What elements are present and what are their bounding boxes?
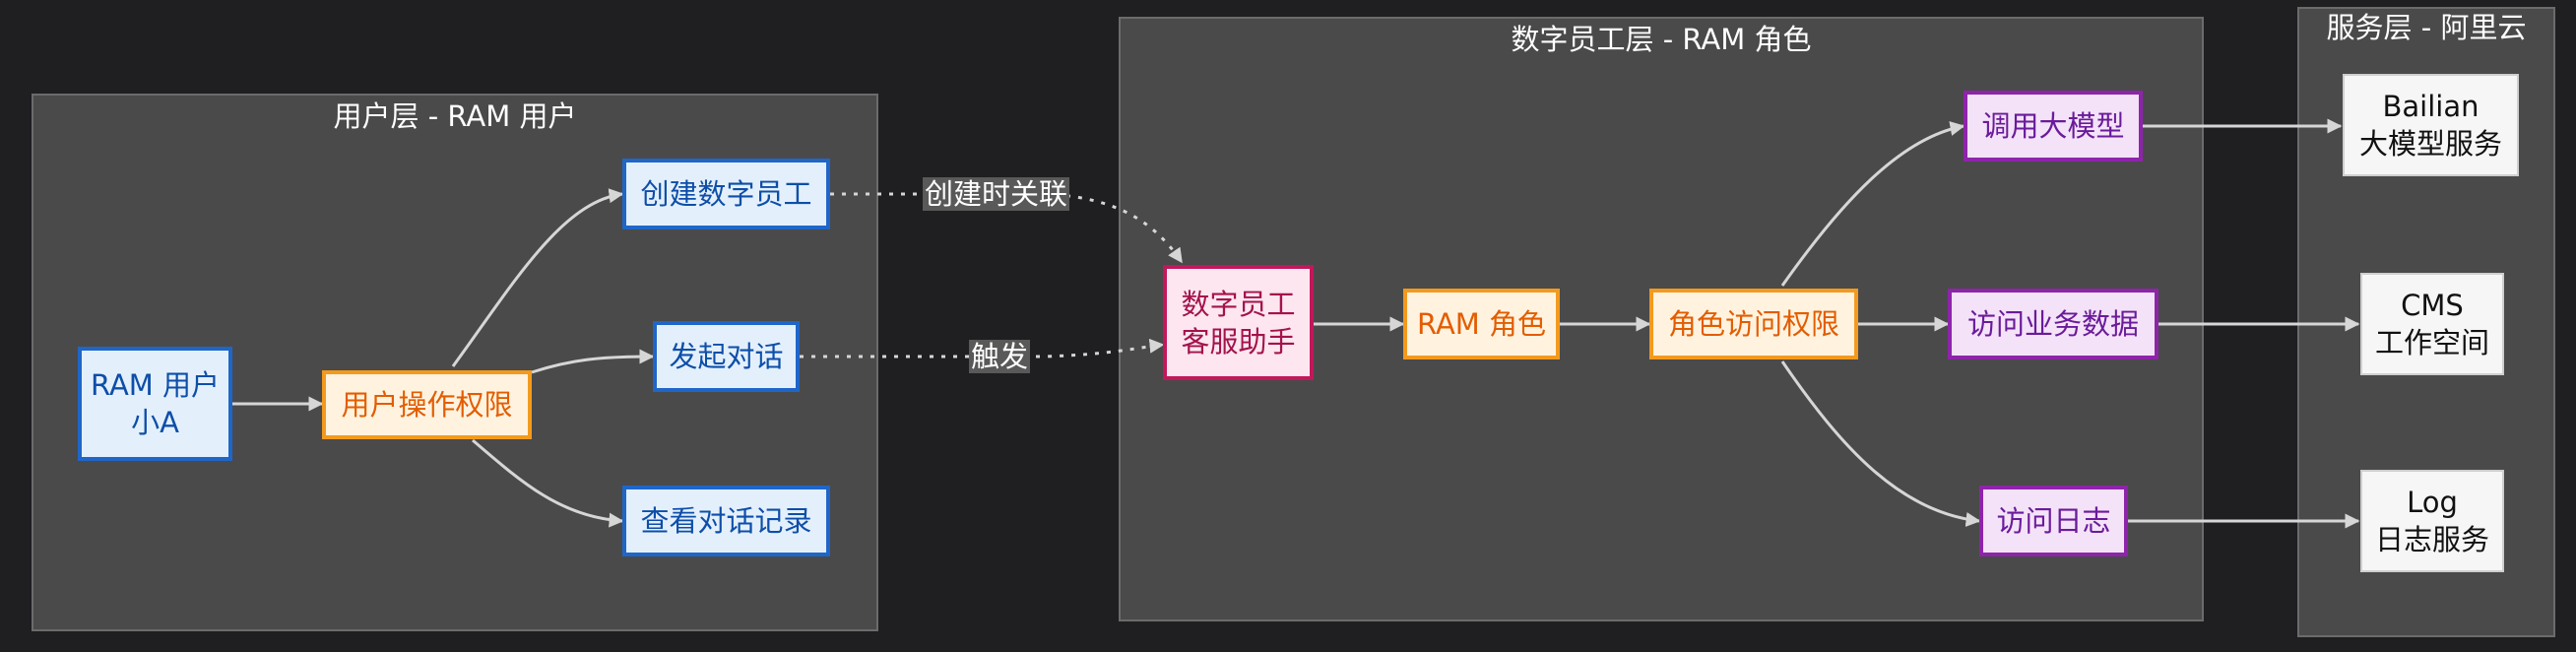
user-permissions-node[interactable]: 用户操作权限 — [322, 370, 532, 439]
digital-employee-line2: 客服助手 — [1181, 324, 1296, 359]
edge-label-trigger: 触发 — [969, 340, 1031, 373]
cms-service-node[interactable]: CMS 工作空间 — [2360, 273, 2504, 375]
edge-start-to-employee — [800, 338, 1165, 359]
role-permissions-label: 角色访问权限 — [1667, 307, 1839, 341]
cms-line1: CMS — [2401, 289, 2464, 322]
call-model-label: 调用大模型 — [1981, 109, 2125, 143]
bailian-service-node[interactable]: Bailian 大模型服务 — [2343, 74, 2519, 176]
access-logs-label: 访问日志 — [1996, 504, 2111, 538]
employee-layer-title: 数字员工层 - RAM 角色 — [1511, 23, 1812, 56]
view-history-node[interactable]: 查看对话记录 — [622, 486, 830, 556]
access-data-node[interactable]: 访问业务数据 — [1948, 289, 2158, 359]
access-logs-node[interactable]: 访问日志 — [1979, 486, 2128, 556]
role-permissions-node[interactable]: 角色访问权限 — [1649, 289, 1858, 359]
digital-employee-node[interactable]: 数字员工 客服助手 — [1163, 265, 1314, 380]
user-permissions-label: 用户操作权限 — [341, 388, 513, 422]
edge-permissions-to-create — [451, 188, 624, 367]
log-service-node[interactable]: Log 日志服务 — [2360, 470, 2504, 572]
ram-user-line1: RAM 用户 — [90, 368, 221, 402]
ram-role-label: RAM 角色 — [1416, 307, 1547, 341]
ram-user-node[interactable]: RAM 用户 小A — [78, 347, 232, 461]
access-data-label: 访问业务数据 — [1966, 307, 2139, 341]
edge-rolepermissions-to-model — [1780, 121, 1965, 287]
edge-permissions-to-start — [531, 349, 655, 374]
ram-role-node[interactable]: RAM 角色 — [1403, 289, 1560, 359]
call-model-node[interactable]: 调用大模型 — [1964, 91, 2143, 162]
edge-permissions-to-view — [472, 438, 624, 528]
bailian-line2: 大模型服务 — [2358, 127, 2502, 161]
start-conversation-label: 发起对话 — [669, 340, 784, 373]
cms-line2: 工作空间 — [2374, 326, 2489, 359]
ram-user-line2: 小A — [131, 406, 179, 439]
bailian-line1: Bailian — [2382, 90, 2479, 123]
service-layer-title: 服务层 - 阿里云 — [2326, 11, 2527, 44]
log-line1: Log — [2407, 486, 2458, 519]
edge-label-link-on-create: 创建时关联 — [923, 177, 1070, 211]
create-employee-node[interactable]: 创建数字员工 — [622, 159, 830, 229]
start-conversation-node[interactable]: 发起对话 — [653, 321, 800, 392]
view-history-label: 查看对话记录 — [640, 504, 812, 538]
log-line2: 日志服务 — [2374, 523, 2489, 556]
digital-employee-line1: 数字员工 — [1181, 287, 1296, 321]
edge-rolepermissions-to-logs — [1780, 360, 1981, 527]
user-layer-title: 用户层 - RAM 用户 — [333, 99, 577, 133]
create-employee-label: 创建数字员工 — [640, 177, 812, 211]
